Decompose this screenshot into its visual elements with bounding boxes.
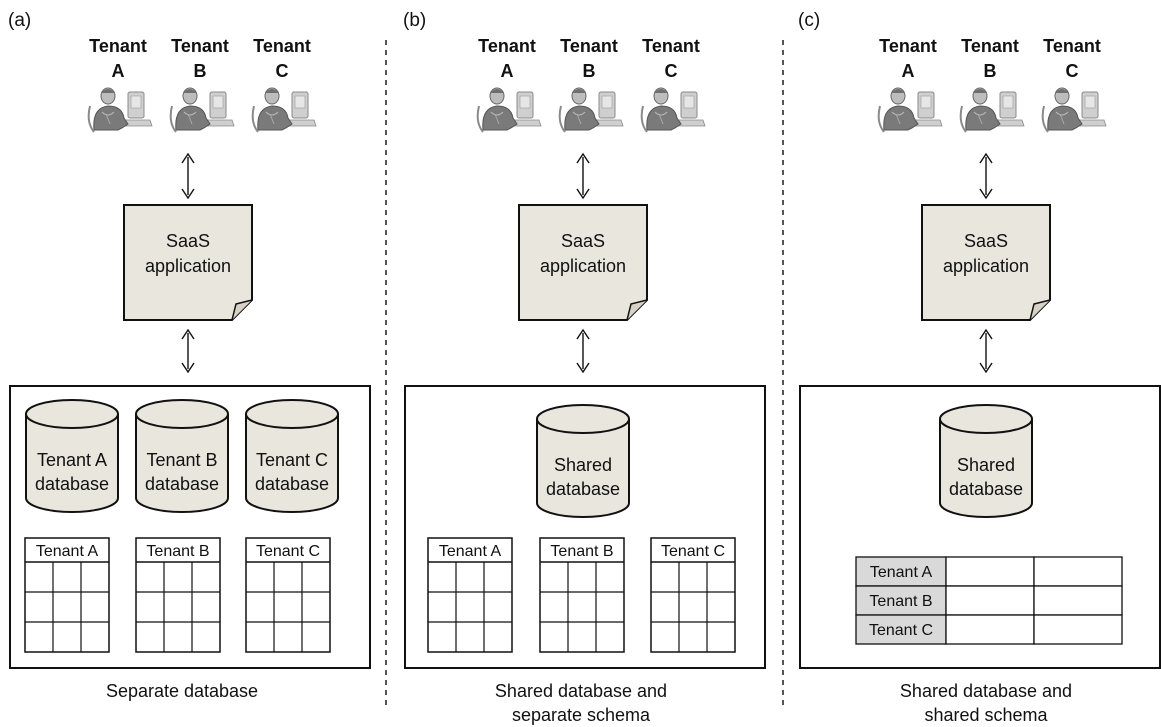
saas-application-box: SaaS application — [921, 204, 1051, 321]
database-cylinder: Tenant B database — [135, 399, 229, 513]
tenant-letter: C — [276, 61, 289, 81]
bidirectional-arrow-icon — [979, 152, 993, 200]
database-label-line1: Shared — [957, 455, 1015, 475]
tenant-letter: C — [665, 61, 678, 81]
table-row-header: Tenant B — [869, 593, 932, 610]
database-cylinder: Shared database — [536, 404, 630, 518]
tenant-name: Tenant — [253, 36, 311, 56]
table-row-header: Tenant A — [870, 564, 933, 581]
tenant-name: Tenant — [879, 36, 937, 56]
database-label-line2: database — [546, 479, 620, 499]
bidirectional-arrow-icon — [181, 328, 195, 374]
app-label-line1: SaaS — [561, 231, 605, 251]
database-cylinder: Tenant C database — [245, 399, 339, 513]
bidirectional-arrow-icon — [576, 328, 590, 374]
tenant-name: Tenant — [171, 36, 229, 56]
database-label-line1: Tenant C — [256, 450, 328, 470]
app-label-line2: application — [145, 256, 231, 276]
table-row-header: Tenant C — [869, 622, 933, 639]
app-label-line1: SaaS — [964, 231, 1008, 251]
panel-caption-line1: Separate database — [106, 681, 258, 701]
tenant-letter: B — [194, 61, 207, 81]
panel-label: (b) — [403, 10, 426, 31]
user-at-computer-icon — [169, 87, 235, 133]
panel-caption-line2: separate schema — [512, 705, 651, 725]
tenant-table: Tenant C — [245, 537, 331, 653]
database-label-line2: database — [145, 474, 219, 494]
panel-c: (c)TenantATenantBTenantCSaaSapplicationS… — [798, 10, 1161, 725]
user-at-computer-icon — [87, 87, 153, 133]
shared-schema-table: Tenant A Tenant B Tenant C — [855, 556, 1123, 645]
table-header: Tenant B — [146, 543, 209, 560]
panel-caption-line1: Shared database and — [900, 681, 1072, 701]
table-header: Tenant A — [36, 543, 99, 560]
database-cylinder: Tenant A database — [25, 399, 119, 513]
table-header: Tenant A — [439, 543, 502, 560]
tenant-letter: A — [501, 61, 514, 81]
table-header: Tenant C — [256, 543, 320, 560]
user-at-computer-icon — [251, 87, 317, 133]
tenant-table: Tenant A — [427, 537, 513, 653]
database-label-line2: database — [949, 479, 1023, 499]
tenant-table: Tenant C — [650, 537, 736, 653]
panel-b: (b)TenantATenantBTenantCSaaSapplicationS… — [403, 10, 766, 725]
panel-a: (a)TenantATenantBTenantCSaaSapplicationT… — [8, 10, 371, 701]
tenant-name: Tenant — [478, 36, 536, 56]
tenant-name: Tenant — [560, 36, 618, 56]
app-label-line2: application — [943, 256, 1029, 276]
tenant-letter: B — [583, 61, 596, 81]
user-at-computer-icon — [877, 87, 943, 133]
saas-application-box: SaaS application — [123, 204, 253, 321]
database-label-line2: database — [255, 474, 329, 494]
tenant-letter: A — [902, 61, 915, 81]
app-label-line2: application — [540, 256, 626, 276]
app-label-line1: SaaS — [166, 231, 210, 251]
user-at-computer-icon — [959, 87, 1025, 133]
bidirectional-arrow-icon — [576, 152, 590, 200]
bidirectional-arrow-icon — [979, 328, 993, 374]
tenant-name: Tenant — [961, 36, 1019, 56]
panel-label: (c) — [798, 10, 820, 31]
table-header: Tenant B — [550, 543, 613, 560]
table-header: Tenant C — [661, 543, 725, 560]
tenant-letter: C — [1066, 61, 1079, 81]
tenant-table: Tenant A — [24, 537, 110, 653]
panel-caption-line1: Shared database and — [495, 681, 667, 701]
user-at-computer-icon — [640, 87, 706, 133]
panel-label: (a) — [8, 10, 31, 31]
user-at-computer-icon — [1041, 87, 1107, 133]
tenant-name: Tenant — [642, 36, 700, 56]
saas-application-box: SaaS application — [518, 204, 648, 321]
database-cylinder: Shared database — [939, 404, 1033, 518]
tenant-name: Tenant — [89, 36, 147, 56]
database-label-line1: Tenant B — [146, 450, 217, 470]
tenant-table: Tenant B — [539, 537, 625, 653]
tenant-table: Tenant B — [135, 537, 221, 653]
panel-caption-line2: shared schema — [924, 705, 1048, 725]
user-at-computer-icon — [476, 87, 542, 133]
tenant-letter: A — [112, 61, 125, 81]
user-at-computer-icon — [558, 87, 624, 133]
bidirectional-arrow-icon — [181, 152, 195, 200]
tenant-letter: B — [984, 61, 997, 81]
tenant-name: Tenant — [1043, 36, 1101, 56]
database-label-line1: Tenant A — [37, 450, 107, 470]
database-label-line1: Shared — [554, 455, 612, 475]
database-label-line2: database — [35, 474, 109, 494]
